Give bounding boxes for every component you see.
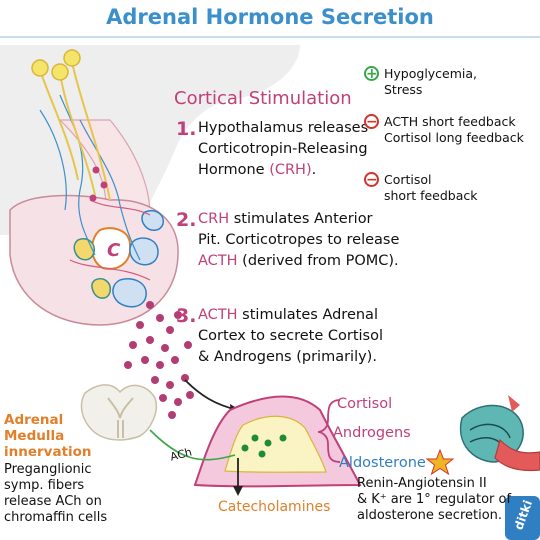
hypothalamus-region — [0, 45, 300, 235]
crh-release-dots — [89, 166, 108, 202]
medulla-description: Preganglionic symp. fibers release ACh o… — [4, 462, 108, 525]
feedback-stimulus: + Hypoglycemia,Stress — [364, 66, 478, 97]
acth-term: ACTH — [198, 253, 238, 269]
step-number: 2. — [176, 209, 197, 231]
step-line: Hormone — [198, 162, 270, 178]
preganglionic-fiber — [149, 429, 236, 461]
spinal-grey-matter — [107, 397, 134, 438]
adrenal-medulla — [224, 415, 327, 473]
crh-term: CRH — [198, 211, 230, 227]
cortical-heading: Cortical Stimulation — [174, 88, 352, 109]
output-androgens: Androgens — [333, 425, 411, 441]
portal-vessels — [39, 94, 141, 261]
pituitary-cell — [112, 278, 147, 308]
hypothalamic-neurons — [31, 49, 111, 201]
pituitary-cell — [91, 278, 112, 299]
step-line: Hypothalamus releases — [198, 120, 369, 136]
output-cortisol: Cortisol — [337, 396, 393, 412]
corticotrope-label: C — [107, 240, 121, 261]
minus-icon: − — [364, 114, 379, 130]
plus-icon: + — [364, 66, 379, 82]
step-number: 3. — [176, 305, 197, 327]
page-title: Adrenal Hormone Secretion — [106, 5, 434, 29]
step-line: & Androgens (primarily). — [198, 349, 377, 365]
acth-term: ACTH — [198, 307, 238, 323]
acth-release-dots — [124, 301, 194, 419]
step-line: Cortex to secrete Cortisol — [198, 328, 384, 344]
pituitary-cell — [141, 210, 164, 231]
medulla-title: Adrenal Medulla innervation — [4, 412, 92, 460]
brand-badge — [505, 496, 540, 540]
pituitary-cell — [73, 238, 95, 261]
step-3: 3. ACTH stimulates Adrenal Cortex to sec… — [176, 305, 383, 368]
title-bar — [0, 0, 540, 38]
output-bracket — [317, 399, 341, 463]
crh-term: (CRH) — [269, 162, 312, 178]
catecholamines-label: Catecholamines — [218, 499, 331, 515]
step-line: Pit. Corticotropes to release — [198, 232, 400, 248]
juxtaglomerular-apparatus — [459, 395, 540, 472]
output-aldosterone: Aldosterone — [339, 455, 426, 471]
step-2: 2. CRH stimulates Anterior Pit. Corticot… — [176, 209, 399, 272]
step-1: 1. Hypothalamus releases Corticotropin-R… — [176, 118, 368, 181]
step-line: Corticotropin-Releasing — [198, 141, 368, 157]
portal-vessels — [69, 199, 151, 281]
minus-icon: − — [364, 172, 379, 188]
catecholamine-granules — [241, 434, 287, 458]
step-number: 1. — [176, 118, 197, 140]
pituitary-cell — [129, 237, 159, 266]
renin-note: Renin-Angiotensin II & K⁺ are 1° regulat… — [357, 476, 512, 523]
star-icon — [425, 448, 455, 476]
